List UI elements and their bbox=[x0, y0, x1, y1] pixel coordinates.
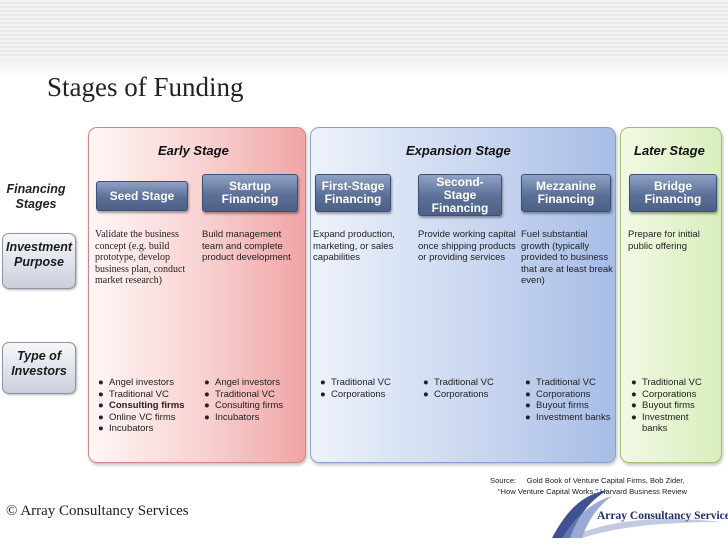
bullet-icon: ● bbox=[525, 411, 531, 423]
array-logo-icon bbox=[552, 490, 722, 538]
investment-purpose-label: Investment Purpose bbox=[2, 233, 76, 289]
investor-item: ●Angel investors bbox=[98, 377, 174, 388]
stage-box-startup: Startup Financing bbox=[202, 174, 298, 212]
bullet-icon: ● bbox=[204, 400, 210, 411]
early-stage-heading: Early Stage bbox=[158, 143, 229, 158]
decorative-top-band bbox=[0, 0, 728, 78]
purpose-startup: Build management team and complete produ… bbox=[202, 229, 291, 263]
bullet-icon: ● bbox=[98, 423, 104, 434]
investor-item: ●Traditional VC bbox=[320, 377, 391, 388]
stage-box-second-stage: Second-Stage Financing bbox=[418, 174, 502, 216]
investor-item: ●Traditional VC bbox=[631, 377, 702, 388]
bullet-icon: ● bbox=[525, 388, 531, 400]
logo-wordmark: Array Consultancy Services bbox=[597, 510, 728, 522]
financing-stages-label: Financing Stages bbox=[6, 182, 66, 211]
purpose-seed: Validate the business concept (e.g. buil… bbox=[95, 229, 186, 286]
bullet-icon: ● bbox=[98, 377, 104, 388]
bullet-icon: ● bbox=[423, 388, 429, 400]
source-line-2: “How Venture Capital Works,” Harvard Bus… bbox=[498, 487, 687, 496]
source-label: Source: bbox=[490, 476, 517, 485]
investors-seed: ●Angel investors ●Traditional VC ●Consul… bbox=[98, 377, 184, 435]
expansion-stage-heading: Expansion Stage bbox=[406, 143, 511, 158]
investor-item: ●Corporations bbox=[320, 388, 386, 400]
purpose-second-stage: Provide working capital once shipping pr… bbox=[418, 229, 516, 263]
page-title: Stages of Funding bbox=[47, 72, 244, 102]
investor-item: ●Consulting firms bbox=[204, 400, 284, 411]
investor-item: ●Incubators bbox=[98, 423, 154, 434]
bullet-icon: ● bbox=[525, 400, 531, 411]
investor-item: ●Traditional VC bbox=[525, 377, 596, 388]
bullet-icon: ● bbox=[320, 388, 326, 400]
investor-item: ●Investment banks bbox=[631, 411, 689, 435]
stage-box-first-stage: First-Stage Financing bbox=[315, 174, 391, 212]
investor-item: ●Traditional VC bbox=[423, 377, 494, 388]
investors-mezzanine: ●Traditional VC ●Corporations ●Buyout fi… bbox=[525, 377, 610, 423]
bullet-icon: ● bbox=[631, 411, 637, 423]
investor-item: ●Traditional VC bbox=[98, 388, 169, 400]
stage-box-seed: Seed Stage bbox=[96, 181, 188, 211]
copyright-notice: © Array Consultancy Services bbox=[6, 503, 189, 519]
bullet-icon: ● bbox=[423, 377, 429, 388]
bullet-icon: ● bbox=[631, 400, 637, 411]
investor-item: ●Corporations bbox=[631, 388, 697, 400]
investor-item: ●Corporations bbox=[423, 388, 489, 400]
bullet-icon: ● bbox=[98, 411, 104, 423]
bullet-icon: ● bbox=[204, 377, 210, 388]
investor-item: ●Angel investors bbox=[204, 377, 280, 388]
source-line-1: Gold Book of Venture Capital Firms, Bob … bbox=[526, 476, 685, 485]
bullet-icon: ● bbox=[98, 400, 104, 411]
source-note: Source: Gold Book of Venture Capital Fir… bbox=[490, 475, 687, 497]
investors-bridge: ●Traditional VC ●Corporations ●Buyout fi… bbox=[631, 377, 719, 435]
investor-item: ●Buyout firms bbox=[631, 400, 695, 411]
investor-item: ●Incubators bbox=[204, 411, 260, 423]
bullet-icon: ● bbox=[525, 377, 531, 388]
purpose-bridge: Prepare for initial public offering bbox=[628, 229, 700, 252]
stage-box-mezzanine: Mezzanine Financing bbox=[521, 174, 611, 212]
bullet-icon: ● bbox=[204, 411, 210, 423]
bullet-icon: ● bbox=[98, 388, 104, 400]
purpose-first-stage: Expand production, marketing, or sales c… bbox=[313, 229, 395, 263]
investor-item: ●Corporations bbox=[525, 388, 591, 400]
investors-first-stage: ●Traditional VC ●Corporations bbox=[320, 377, 391, 400]
investors-startup: ●Angel investors ●Traditional VC ●Consul… bbox=[204, 377, 283, 423]
bullet-icon: ● bbox=[631, 388, 637, 400]
later-stage-heading: Later Stage bbox=[634, 143, 705, 158]
investor-item: ●Investment banks bbox=[525, 411, 611, 423]
investor-item: ●Consulting firms bbox=[98, 400, 185, 411]
stage-box-bridge: Bridge Financing bbox=[629, 174, 717, 212]
investor-item: ●Traditional VC bbox=[204, 388, 275, 400]
bullet-icon: ● bbox=[320, 377, 326, 388]
investor-item: ●Online VC firms bbox=[98, 411, 176, 423]
investors-second-stage: ●Traditional VC ●Corporations bbox=[423, 377, 494, 400]
type-of-investors-label: Type of Investors bbox=[2, 342, 76, 394]
investor-item: ●Buyout firms bbox=[525, 400, 589, 411]
bullet-icon: ● bbox=[631, 377, 637, 388]
purpose-mezzanine: Fuel substantial growth (typically provi… bbox=[521, 229, 613, 286]
bullet-icon: ● bbox=[204, 388, 210, 400]
